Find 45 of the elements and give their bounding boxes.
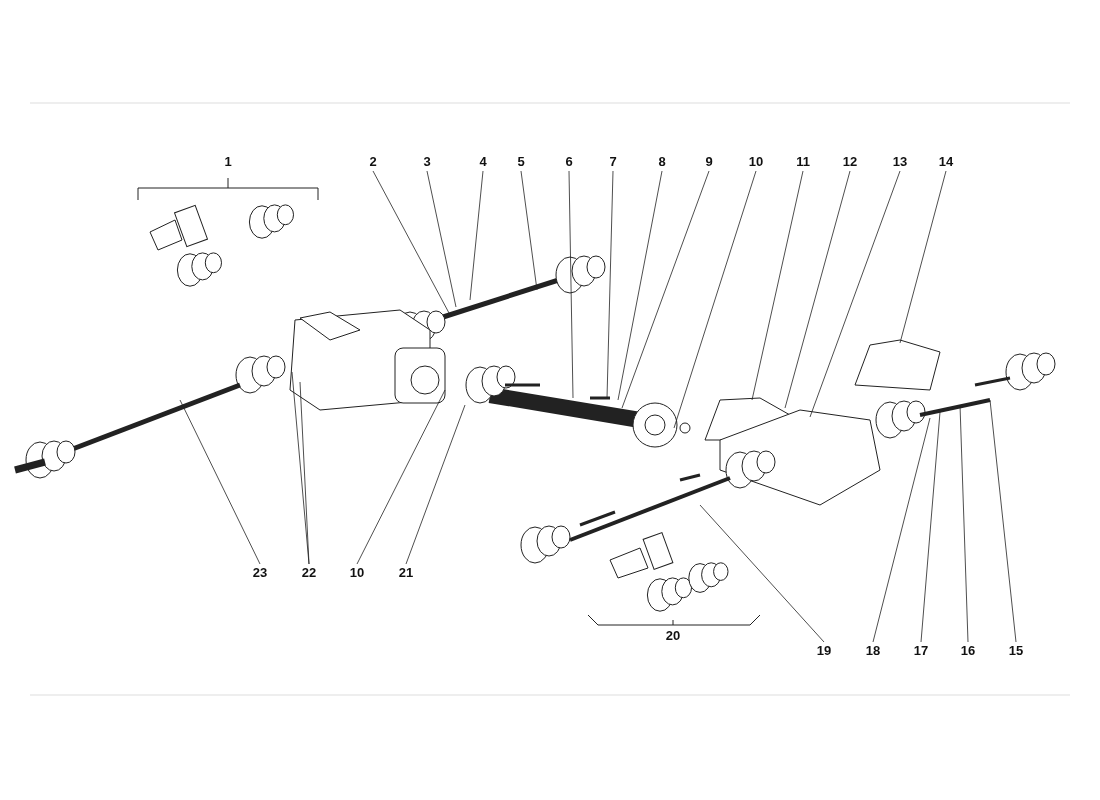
- leader-line: [899, 170, 947, 344]
- leader-line: [920, 411, 941, 643]
- leader-line: [179, 399, 261, 565]
- callout-number: 23: [249, 564, 271, 582]
- leader-line: [751, 170, 804, 401]
- callout-number: 21: [395, 564, 417, 582]
- leader-line: [405, 404, 466, 565]
- leader-line: [621, 170, 710, 409]
- callout-number: 16: [957, 642, 979, 660]
- leader-line: [784, 170, 851, 409]
- callout-number: 6: [558, 153, 580, 171]
- callout-number: 10: [346, 564, 368, 582]
- callout-number: 5: [510, 153, 532, 171]
- callout-number: 12: [839, 153, 861, 171]
- leader-line: [617, 170, 663, 401]
- callout-number: 20: [662, 627, 684, 645]
- leader-line: [520, 170, 538, 291]
- leader-line: [606, 170, 614, 399]
- leader-line: [568, 170, 574, 399]
- callout-number: 1: [217, 153, 239, 171]
- leader-line: [299, 381, 310, 565]
- leader-line: [809, 170, 901, 418]
- leader-line: [426, 170, 457, 308]
- callout-number: 7: [602, 153, 624, 171]
- leader-line: [989, 399, 1017, 643]
- callout-number: 13: [889, 153, 911, 171]
- leader-line: [699, 504, 825, 643]
- callout-number: 22: [298, 564, 320, 582]
- callout-number: 17: [910, 642, 932, 660]
- leader-line: [872, 417, 931, 643]
- leader-line: [469, 170, 484, 301]
- leader-line: [356, 389, 446, 565]
- callout-number: 8: [651, 153, 673, 171]
- callout-number: 15: [1005, 642, 1027, 660]
- callout-number: 9: [698, 153, 720, 171]
- leader-line: [372, 170, 450, 314]
- callout-number: 14: [935, 153, 957, 171]
- callout-number: 3: [416, 153, 438, 171]
- callout-number: 19: [813, 642, 835, 660]
- callout-number: 2: [362, 153, 384, 171]
- callout-number: 11: [792, 153, 814, 171]
- callout-number: 18: [862, 642, 884, 660]
- callout-number: 10: [745, 153, 767, 171]
- leader-line: [673, 170, 757, 429]
- callout-number: 4: [472, 153, 494, 171]
